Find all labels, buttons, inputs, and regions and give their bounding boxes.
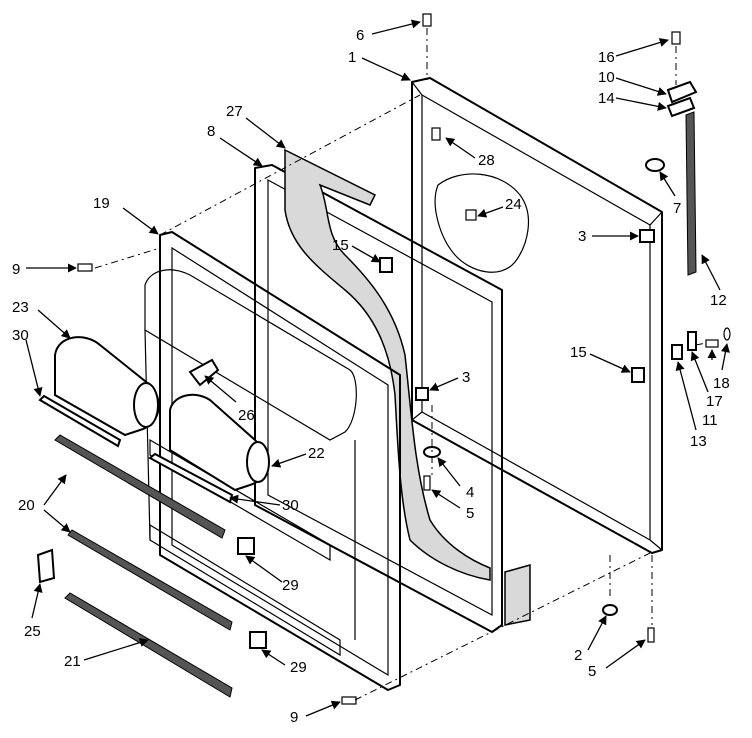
foam-insulation	[284, 148, 531, 626]
callout-23: 23	[12, 299, 29, 316]
callout-16: 16	[598, 49, 615, 66]
callout-22: 22	[308, 445, 325, 462]
bracket-11-icon	[687, 331, 697, 351]
callout-19: 19	[93, 195, 110, 212]
callout-8: 8	[207, 123, 215, 140]
alignment-lines	[94, 28, 707, 701]
callout-10: 10	[598, 69, 615, 86]
callout-27: 27	[226, 103, 243, 120]
screw-5a-icon	[423, 475, 431, 491]
hinge-assembly	[77, 13, 731, 705]
callout-29-upper: 29	[282, 577, 299, 594]
block-3b-icon	[415, 387, 429, 401]
bracket-26-icon	[188, 358, 220, 387]
end-cap-29-upper-icon	[237, 537, 255, 555]
callout-12: 12	[710, 292, 727, 309]
callout-29-lower: 29	[290, 659, 307, 676]
callout-5-center: 5	[466, 505, 474, 522]
retainer-bar-30-upper	[38, 394, 122, 448]
callout-21: 21	[64, 653, 81, 670]
outer-door-panel	[411, 77, 663, 554]
cap-7-icon	[645, 158, 665, 172]
callout-9-lower: 9	[290, 709, 298, 726]
screw-6-icon	[422, 13, 432, 27]
callout-20: 20	[18, 497, 35, 514]
callout-3-upper: 3	[578, 228, 586, 245]
callout-6: 6	[356, 27, 364, 44]
callout-24: 24	[505, 196, 522, 213]
callout-2: 2	[574, 647, 582, 664]
bracket-15b-icon	[631, 367, 645, 383]
callout-25: 25	[24, 623, 41, 640]
dairy-bin-22	[169, 393, 270, 492]
callout-15-left: 15	[332, 237, 349, 254]
stop-13-icon	[671, 344, 683, 360]
screw-28-icon	[431, 127, 441, 141]
door-liner-frame	[254, 164, 503, 633]
callout-5-right: 5	[588, 663, 596, 680]
callout-13: 13	[690, 433, 707, 450]
callout-30-upper: 30	[12, 327, 29, 344]
bracket-15a-icon	[379, 257, 393, 273]
leader-lines	[25, 19, 730, 717]
callout-18: 18	[713, 375, 730, 392]
callout-17: 17	[706, 393, 723, 410]
pin-18-icon	[723, 327, 731, 341]
hinge-pin-12-icon	[685, 111, 697, 276]
screw-17-icon	[705, 339, 719, 348]
callout-9-upper: 9	[12, 261, 20, 278]
screw-16-icon	[671, 31, 681, 45]
callout-15-right: 15	[570, 344, 587, 361]
screw-9a-icon	[77, 263, 93, 272]
callout-labels: 6 1 27 8 28 16 10 14 7 24 3 19 15 9 23 3…	[12, 27, 730, 726]
callout-26: 26	[238, 407, 255, 424]
screw-5b-icon	[647, 627, 655, 643]
end-cap-29-lower-icon	[249, 631, 267, 649]
callout-1: 1	[348, 49, 356, 66]
callout-30-lower: 30	[282, 497, 299, 514]
callout-7: 7	[673, 200, 681, 217]
hinge-10-icon	[666, 80, 698, 104]
hinge-block-3-icon	[639, 229, 655, 243]
clip-25-icon	[36, 548, 56, 584]
screw-9b-icon	[341, 696, 357, 705]
trim-strip-20-upper	[54, 434, 226, 539]
callout-28: 28	[478, 152, 495, 169]
dairy-bin-23	[54, 336, 160, 437]
callout-4: 4	[466, 484, 474, 501]
callout-3-lower: 3	[462, 369, 470, 386]
washer-14-icon	[666, 96, 696, 118]
callout-11: 11	[702, 412, 718, 429]
nut-2-icon	[602, 604, 618, 616]
callout-14: 14	[598, 90, 615, 107]
bracket-24-icon	[465, 209, 477, 221]
